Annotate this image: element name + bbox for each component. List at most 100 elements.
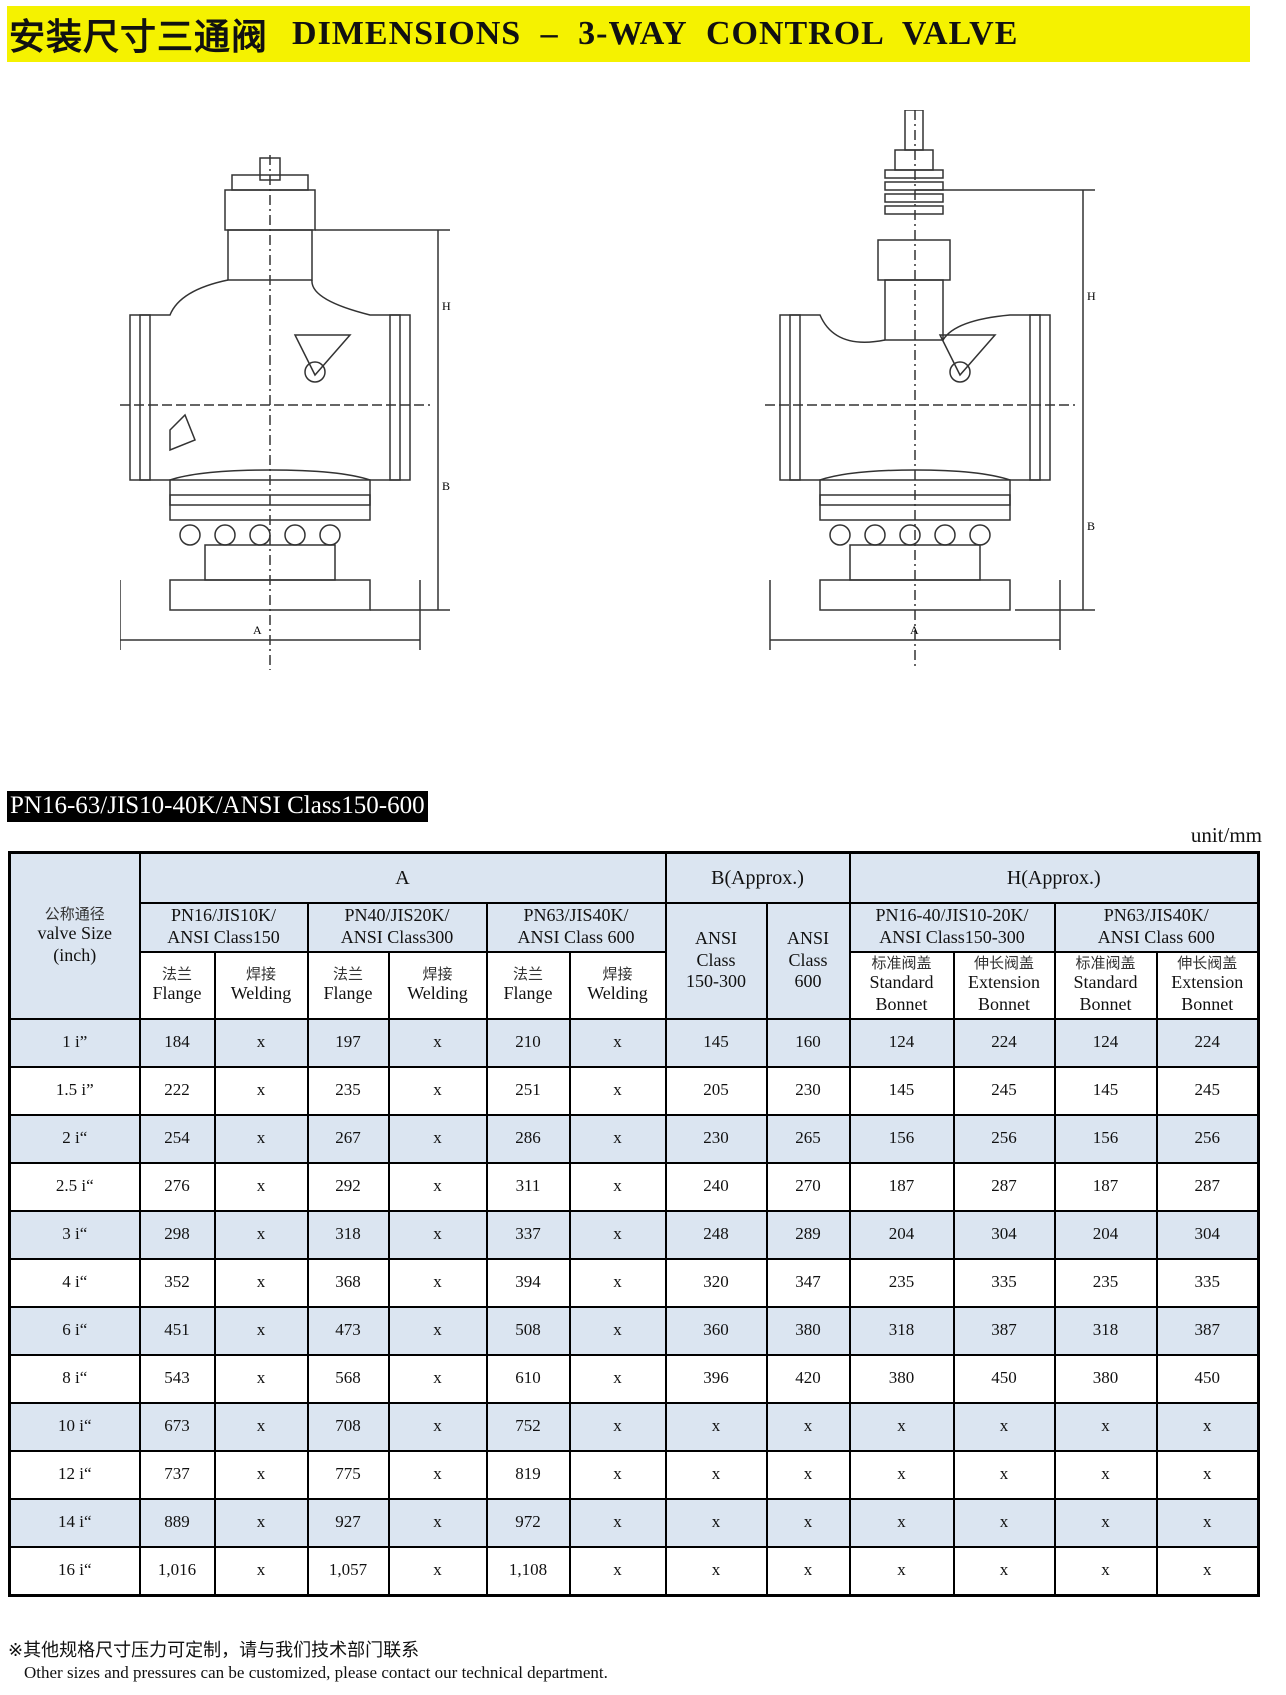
note-cn-text: ※其他规格尺寸压力可定制，请与我们技术部门联系 (8, 1640, 420, 1661)
size-cell: 2.5 i“ (8, 1161, 141, 1212)
value-cell: 210 (485, 1017, 571, 1068)
value-cell: x (568, 1209, 667, 1260)
flange-header-line: 法兰 (512, 965, 543, 984)
value-cell: x (213, 1545, 309, 1596)
value-cell: x (387, 1065, 488, 1116)
value-cell: 543 (138, 1353, 216, 1404)
flange-header-line: Flange (323, 983, 373, 1004)
standard-bonnet-header-line: Standard (1073, 972, 1138, 993)
value-cell: 187 (848, 1161, 955, 1212)
title-bar: 安装尺寸三通阀 DIMENSIONS – 3-WAY CONTROL VALVE (7, 6, 1250, 62)
value-cell: 387 (952, 1305, 1056, 1356)
value-cell: x (765, 1401, 851, 1452)
dim-b-label-2: B (1087, 519, 1095, 533)
value-cell: 156 (848, 1113, 955, 1164)
size-cell: 1 i” (8, 1017, 141, 1068)
value-cell: x (213, 1017, 309, 1068)
value-cell: x (387, 1497, 488, 1548)
standard-bonnet-header-line: Standard (869, 972, 934, 993)
value-cell: x (213, 1209, 309, 1260)
a-sub-line1: PN16/JIS10K/ (170, 905, 277, 926)
group-a-header: A (138, 851, 667, 904)
a-sub-line1: PN63/JIS40K/ (523, 905, 629, 926)
b-sub-line: Class (788, 949, 828, 970)
dimensions-table: 公称通径 valve Size (inch) A B(Approx.) H(Ap… (8, 851, 1260, 1597)
value-cell: 235 (306, 1065, 390, 1116)
value-cell: 124 (1053, 1017, 1158, 1068)
flange-header-line: Flange (152, 983, 202, 1004)
value-cell: 224 (1155, 1017, 1260, 1068)
standard-bonnet-header-line: Bonnet (1079, 994, 1132, 1014)
value-cell: x (387, 1257, 488, 1308)
size-cell: 14 i“ (8, 1497, 141, 1548)
value-cell: 1,016 (138, 1545, 216, 1596)
value-cell: x (213, 1257, 309, 1308)
value-cell: x (387, 1545, 488, 1596)
size-cell: 6 i“ (8, 1305, 141, 1356)
value-cell: 318 (1053, 1305, 1158, 1356)
value-cell: 508 (485, 1305, 571, 1356)
value-cell: 160 (765, 1017, 851, 1068)
a-sub-line2: ANSI Class 600 (517, 927, 635, 947)
value-cell: x (664, 1401, 768, 1452)
flange-header-line: 法兰 (332, 965, 363, 984)
value-cell: 256 (1155, 1113, 1260, 1164)
value-cell: x (765, 1449, 851, 1500)
value-cell: 287 (1155, 1161, 1260, 1212)
a-sub-line2: ANSI Class300 (340, 927, 454, 947)
value-cell: 289 (765, 1209, 851, 1260)
value-cell: x (387, 1353, 488, 1404)
flange-header-line: 法兰 (161, 965, 192, 984)
value-cell: 335 (952, 1257, 1056, 1308)
h-sub-line2: ANSI Class 600 (1097, 927, 1215, 947)
value-cell: 267 (306, 1113, 390, 1164)
value-cell: x (1053, 1545, 1158, 1596)
value-cell: x (387, 1113, 488, 1164)
value-cell: 473 (306, 1305, 390, 1356)
value-cell: 245 (1155, 1065, 1260, 1116)
welding-header-line: 焊接 (245, 965, 276, 984)
value-cell: x (213, 1113, 309, 1164)
value-cell: x (1053, 1449, 1158, 1500)
flange-header-line: Flange (503, 983, 553, 1004)
value-cell: x (1155, 1449, 1260, 1500)
value-cell: x (765, 1545, 851, 1596)
value-cell: 737 (138, 1449, 216, 1500)
value-cell: x (213, 1305, 309, 1356)
size-header-en: valve Size (37, 923, 112, 944)
value-cell: 708 (306, 1401, 390, 1452)
extension-bonnet-header-line: Bonnet (1181, 994, 1234, 1014)
value-cell: 775 (306, 1449, 390, 1500)
note-en: Other sizes and pressures can be customi… (24, 1663, 608, 1682)
valve-drawing-extension-bonnet: A B H (765, 110, 1096, 670)
value-cell: 251 (485, 1065, 571, 1116)
value-cell: 360 (664, 1305, 768, 1356)
value-cell: x (213, 1353, 309, 1404)
b-sub-line: 150-300 (686, 971, 746, 992)
size-cell: 1.5 i” (8, 1065, 141, 1116)
note-cn: ※其他规格尺寸压力可定制，请与我们技术部门联系 (8, 1636, 419, 1662)
h-class150-300-header: PN16-40/JIS10-20K/ANSI Class150-300 (848, 901, 1056, 953)
welding-header-line: 焊接 (422, 965, 453, 984)
value-cell: 205 (664, 1065, 768, 1116)
size-header: 公称通径 valve Size (inch) (8, 851, 141, 1020)
value-cell: x (664, 1449, 768, 1500)
value-cell: x (952, 1497, 1056, 1548)
value-cell: 387 (1155, 1305, 1260, 1356)
value-cell: 235 (848, 1257, 955, 1308)
value-cell: x (952, 1545, 1056, 1596)
value-cell: x (568, 1161, 667, 1212)
b-sub-line: 600 (794, 971, 822, 992)
value-cell: 265 (765, 1113, 851, 1164)
value-cell: x (387, 1401, 488, 1452)
value-cell: x (664, 1497, 768, 1548)
